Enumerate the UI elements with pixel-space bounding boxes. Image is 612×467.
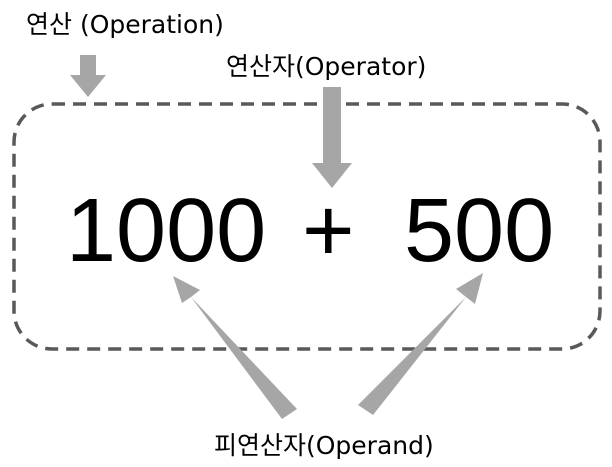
operand-label: 피연산자(Operand) bbox=[214, 431, 434, 460]
left-operand-value: 1000 bbox=[66, 181, 267, 281]
operation-label: 연산 (Operation) bbox=[26, 10, 224, 39]
operation-arrow bbox=[70, 55, 106, 97]
operator-symbol: + bbox=[302, 181, 355, 281]
operator-arrow bbox=[312, 87, 352, 188]
right-operand-value: 500 bbox=[404, 181, 555, 281]
operand-arrow-right bbox=[358, 273, 483, 415]
operator-label: 연산자(Operator) bbox=[226, 52, 427, 81]
operand-arrow-left bbox=[173, 276, 297, 419]
expression-dashed-box bbox=[12, 102, 602, 351]
